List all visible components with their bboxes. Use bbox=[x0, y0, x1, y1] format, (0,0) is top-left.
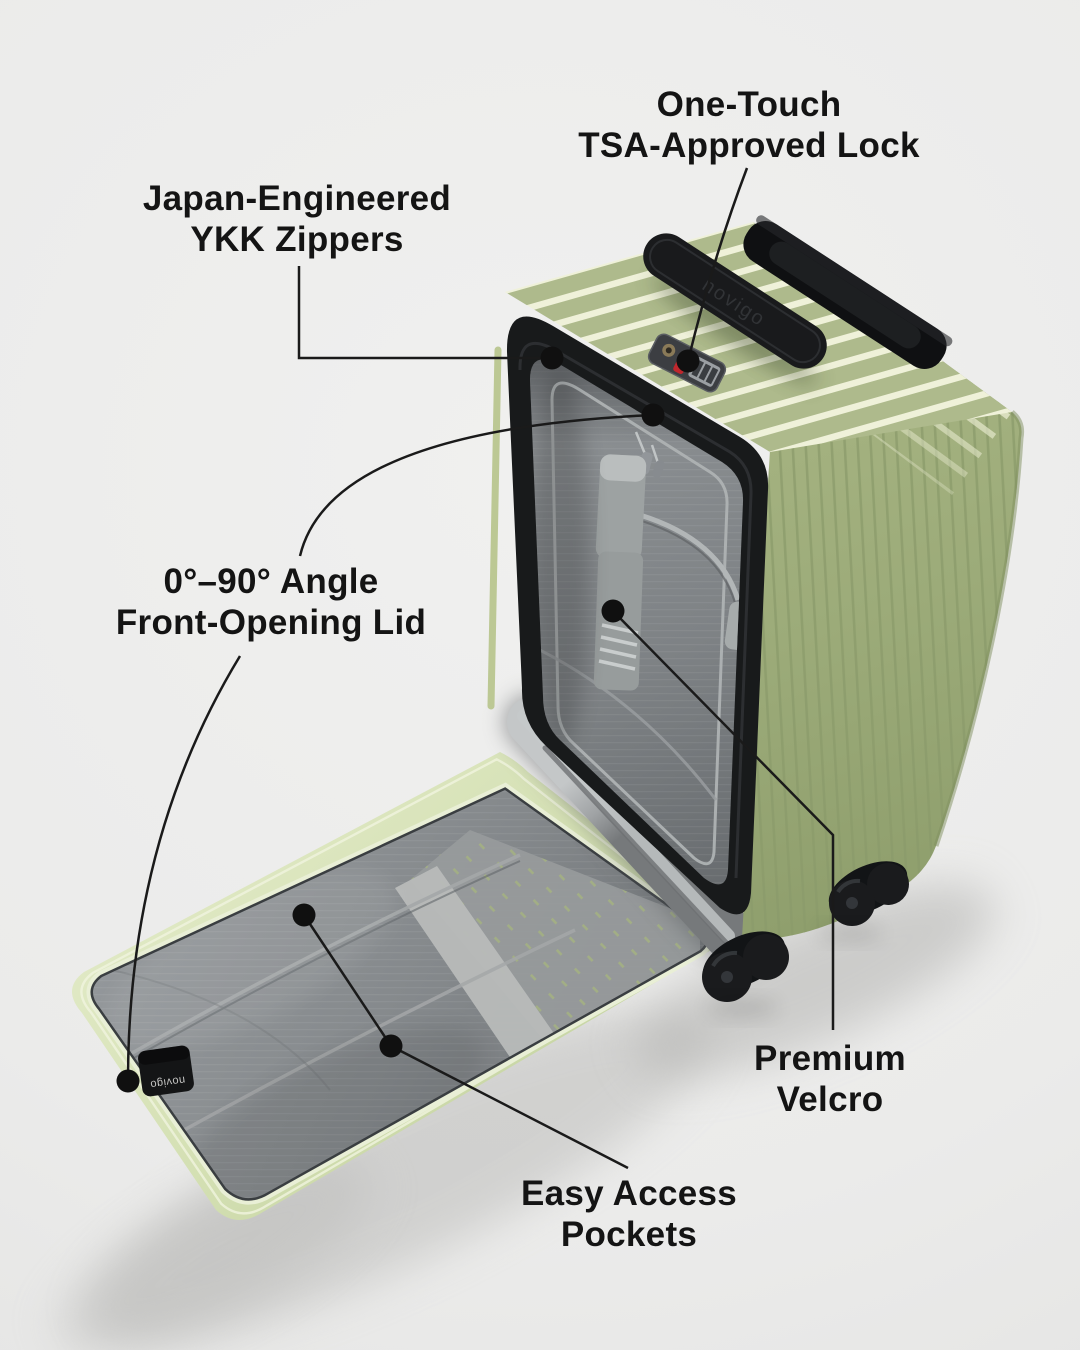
dot-ykk-zippers bbox=[540, 346, 564, 370]
callout-dots bbox=[116, 346, 700, 1093]
callout-easy-access-pockets-line2: Pockets bbox=[560, 1215, 698, 1254]
leader-ykk-zippers bbox=[297, 266, 545, 360]
leader-lid-rim bbox=[126, 655, 242, 1082]
suitcase-body: novigo bbox=[487, 215, 1025, 1017]
leader-tsa-lock bbox=[686, 167, 749, 362]
callout-ykk-zippers-line1: Japan-Engineered bbox=[142, 179, 452, 218]
callout-front-opening-lid-line1: 0°–90° Angle bbox=[163, 562, 379, 601]
callout-tsa-lock-line1: One-Touch bbox=[656, 85, 842, 124]
callout-premium-velcro: Premium Velcro bbox=[680, 1038, 980, 1120]
callout-tsa-lock: One-Touch TSA-Approved Lock bbox=[549, 84, 949, 166]
callout-front-opening-lid: 0°–90° Angle Front-Opening Lid bbox=[71, 561, 471, 643]
lid-tab-logo-text: novigo bbox=[149, 1073, 186, 1090]
leader-velcro bbox=[612, 610, 835, 1030]
lid-brand-tab: novigo bbox=[137, 1045, 194, 1097]
shell-left-edge bbox=[487, 346, 502, 710]
callout-premium-velcro-line2: Velcro bbox=[776, 1080, 884, 1119]
dot-tsa-lock bbox=[676, 349, 700, 373]
dot-velcro bbox=[601, 599, 625, 623]
callout-ykk-zippers: Japan-Engineered YKK Zippers bbox=[97, 178, 497, 260]
callout-easy-access-pockets-line1: Easy Access bbox=[520, 1174, 738, 1213]
dot-lid-top bbox=[641, 403, 665, 427]
telescopic-handle bbox=[743, 215, 953, 369]
callout-easy-access-pockets: Easy Access Pockets bbox=[479, 1173, 779, 1255]
callout-ykk-zippers-line2: YKK Zippers bbox=[190, 220, 404, 259]
dot-pocket-lower bbox=[379, 1034, 403, 1058]
leader-lid-top bbox=[298, 413, 654, 557]
callout-front-opening-lid-line2: Front-Opening Lid bbox=[115, 603, 427, 642]
ground-shadows bbox=[58, 883, 995, 1350]
dot-lid-rim bbox=[116, 1069, 140, 1093]
dot-pocket-upper bbox=[292, 903, 316, 927]
callout-premium-velcro-line1: Premium bbox=[754, 1039, 906, 1078]
callout-tsa-lock-line2: TSA-Approved Lock bbox=[578, 126, 920, 165]
